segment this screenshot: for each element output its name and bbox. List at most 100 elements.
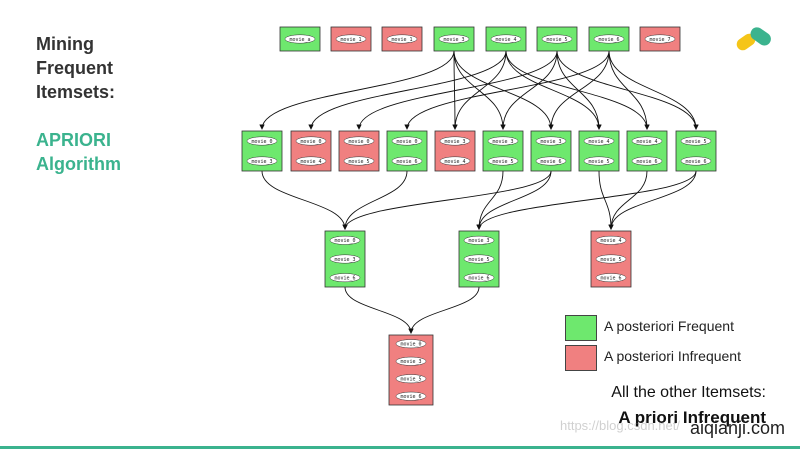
lattice-edge xyxy=(476,170,552,230)
item-ellipse xyxy=(535,136,567,146)
item-ellipse xyxy=(391,136,423,146)
item-label: movie_5 xyxy=(546,37,567,43)
itemset-node: movie_0 movie_3 movie_6 xyxy=(324,230,366,288)
item-ellipse xyxy=(644,34,676,44)
subtitle-line: APRIORI xyxy=(36,130,112,150)
item-label: movie_0 xyxy=(251,139,272,145)
item-label: movie_6 xyxy=(334,275,355,281)
item-label: movie_5 xyxy=(400,377,421,383)
subtitle-line: Algorithm xyxy=(36,154,121,174)
item-ellipse xyxy=(343,156,375,166)
item-ellipse xyxy=(395,374,427,384)
item-ellipse xyxy=(680,136,712,146)
lattice-edge xyxy=(344,286,414,334)
item-label: movie_6 xyxy=(600,275,621,281)
item-label: movie_0 xyxy=(334,238,355,244)
item-label: movie_4 xyxy=(636,139,657,145)
lattice-edge xyxy=(452,50,458,130)
item-label: movie_6 xyxy=(636,159,657,165)
item-ellipse xyxy=(329,273,361,283)
legend-frequent-label: A posteriori Frequent xyxy=(604,318,734,334)
lattice-edge xyxy=(342,170,408,230)
lattice-edge xyxy=(556,50,602,130)
lattice-edge xyxy=(476,170,504,230)
itemset-node: movie_5 xyxy=(536,26,578,52)
item-label: movie_4 xyxy=(600,238,621,244)
itemset-node: movie_4 movie_6 xyxy=(626,130,668,172)
legend-frequent-swatch xyxy=(565,315,597,341)
item-ellipse xyxy=(487,156,519,166)
item-label: movie_3 xyxy=(251,159,272,165)
item-ellipse xyxy=(631,136,663,146)
brand-watermark: aiqianji.com xyxy=(690,418,786,438)
item-ellipse xyxy=(583,136,615,146)
item-label: movie_6 xyxy=(468,275,489,281)
item-ellipse xyxy=(329,254,361,264)
item-ellipse xyxy=(439,136,471,146)
item-label: movie_3 xyxy=(540,139,561,145)
item-ellipse xyxy=(343,136,375,146)
item-label: movie_4 xyxy=(495,37,516,43)
item-ellipse xyxy=(463,254,495,264)
itemset-node: movie_1 xyxy=(381,26,423,52)
lattice-edge xyxy=(453,50,506,130)
item-label: movie_6 xyxy=(685,159,706,165)
item-label: movie_7 xyxy=(649,37,670,43)
itemset-node: movie_6 xyxy=(588,26,630,52)
item-label: movie_3 xyxy=(334,257,355,263)
footer-note: All the other Itemsets: xyxy=(611,384,766,401)
item-ellipse xyxy=(284,34,316,44)
item-ellipse xyxy=(295,156,327,166)
item-ellipse xyxy=(295,136,327,146)
item-label: movie_3 xyxy=(468,238,489,244)
lattice-edge xyxy=(452,50,507,130)
item-ellipse xyxy=(490,34,522,44)
title-line: Itemsets: xyxy=(36,82,116,102)
itemset-node: movie_3 movie_5 xyxy=(482,130,524,172)
slide-title: Mining Frequent Itemsets: xyxy=(36,32,186,104)
lattice-edge xyxy=(404,50,610,130)
item-label: movie_6 xyxy=(396,159,417,165)
item-label: movie_6 xyxy=(400,394,421,400)
legend-infrequent-label: A posteriori Infrequent xyxy=(604,348,741,364)
item-label: movie_3 xyxy=(400,359,421,365)
item-label: movie_5 xyxy=(492,159,513,165)
logo-icon xyxy=(736,27,771,51)
lattice-edge xyxy=(259,50,455,130)
item-ellipse xyxy=(583,156,615,166)
item-ellipse xyxy=(329,235,361,245)
item-ellipse xyxy=(595,235,627,245)
item-ellipse xyxy=(593,34,625,44)
item-ellipse xyxy=(335,34,367,44)
lattice-edges xyxy=(259,50,699,334)
item-label: movie_0 xyxy=(348,139,369,145)
lattice-edge xyxy=(505,50,650,130)
item-ellipse xyxy=(595,273,627,283)
lattice-edge xyxy=(476,170,697,230)
item-ellipse xyxy=(395,339,427,349)
item-label: movie_5 xyxy=(685,139,706,145)
item-label: movie_3 xyxy=(492,139,513,145)
item-ellipse xyxy=(541,34,573,44)
itemset-node: movie_5 movie_6 xyxy=(675,130,717,172)
item-label: movie_0 xyxy=(400,342,421,348)
lattice-edge xyxy=(342,170,552,230)
item-ellipse xyxy=(487,136,519,146)
item-ellipse xyxy=(463,273,495,283)
item-label: movie_6 xyxy=(598,37,619,43)
lattice-edge xyxy=(408,286,480,334)
lattice-edge xyxy=(608,50,699,130)
lattice-edge xyxy=(598,170,614,230)
itemset-node: movie_0 movie_3 movie_5 movie_6 xyxy=(388,334,434,406)
lattice-edge xyxy=(548,50,610,130)
item-ellipse xyxy=(395,391,427,401)
item-ellipse xyxy=(395,356,427,366)
algorithm-subtitle: APRIORI Algorithm xyxy=(36,128,186,176)
itemset-node: movie_0 movie_3 xyxy=(241,130,283,172)
